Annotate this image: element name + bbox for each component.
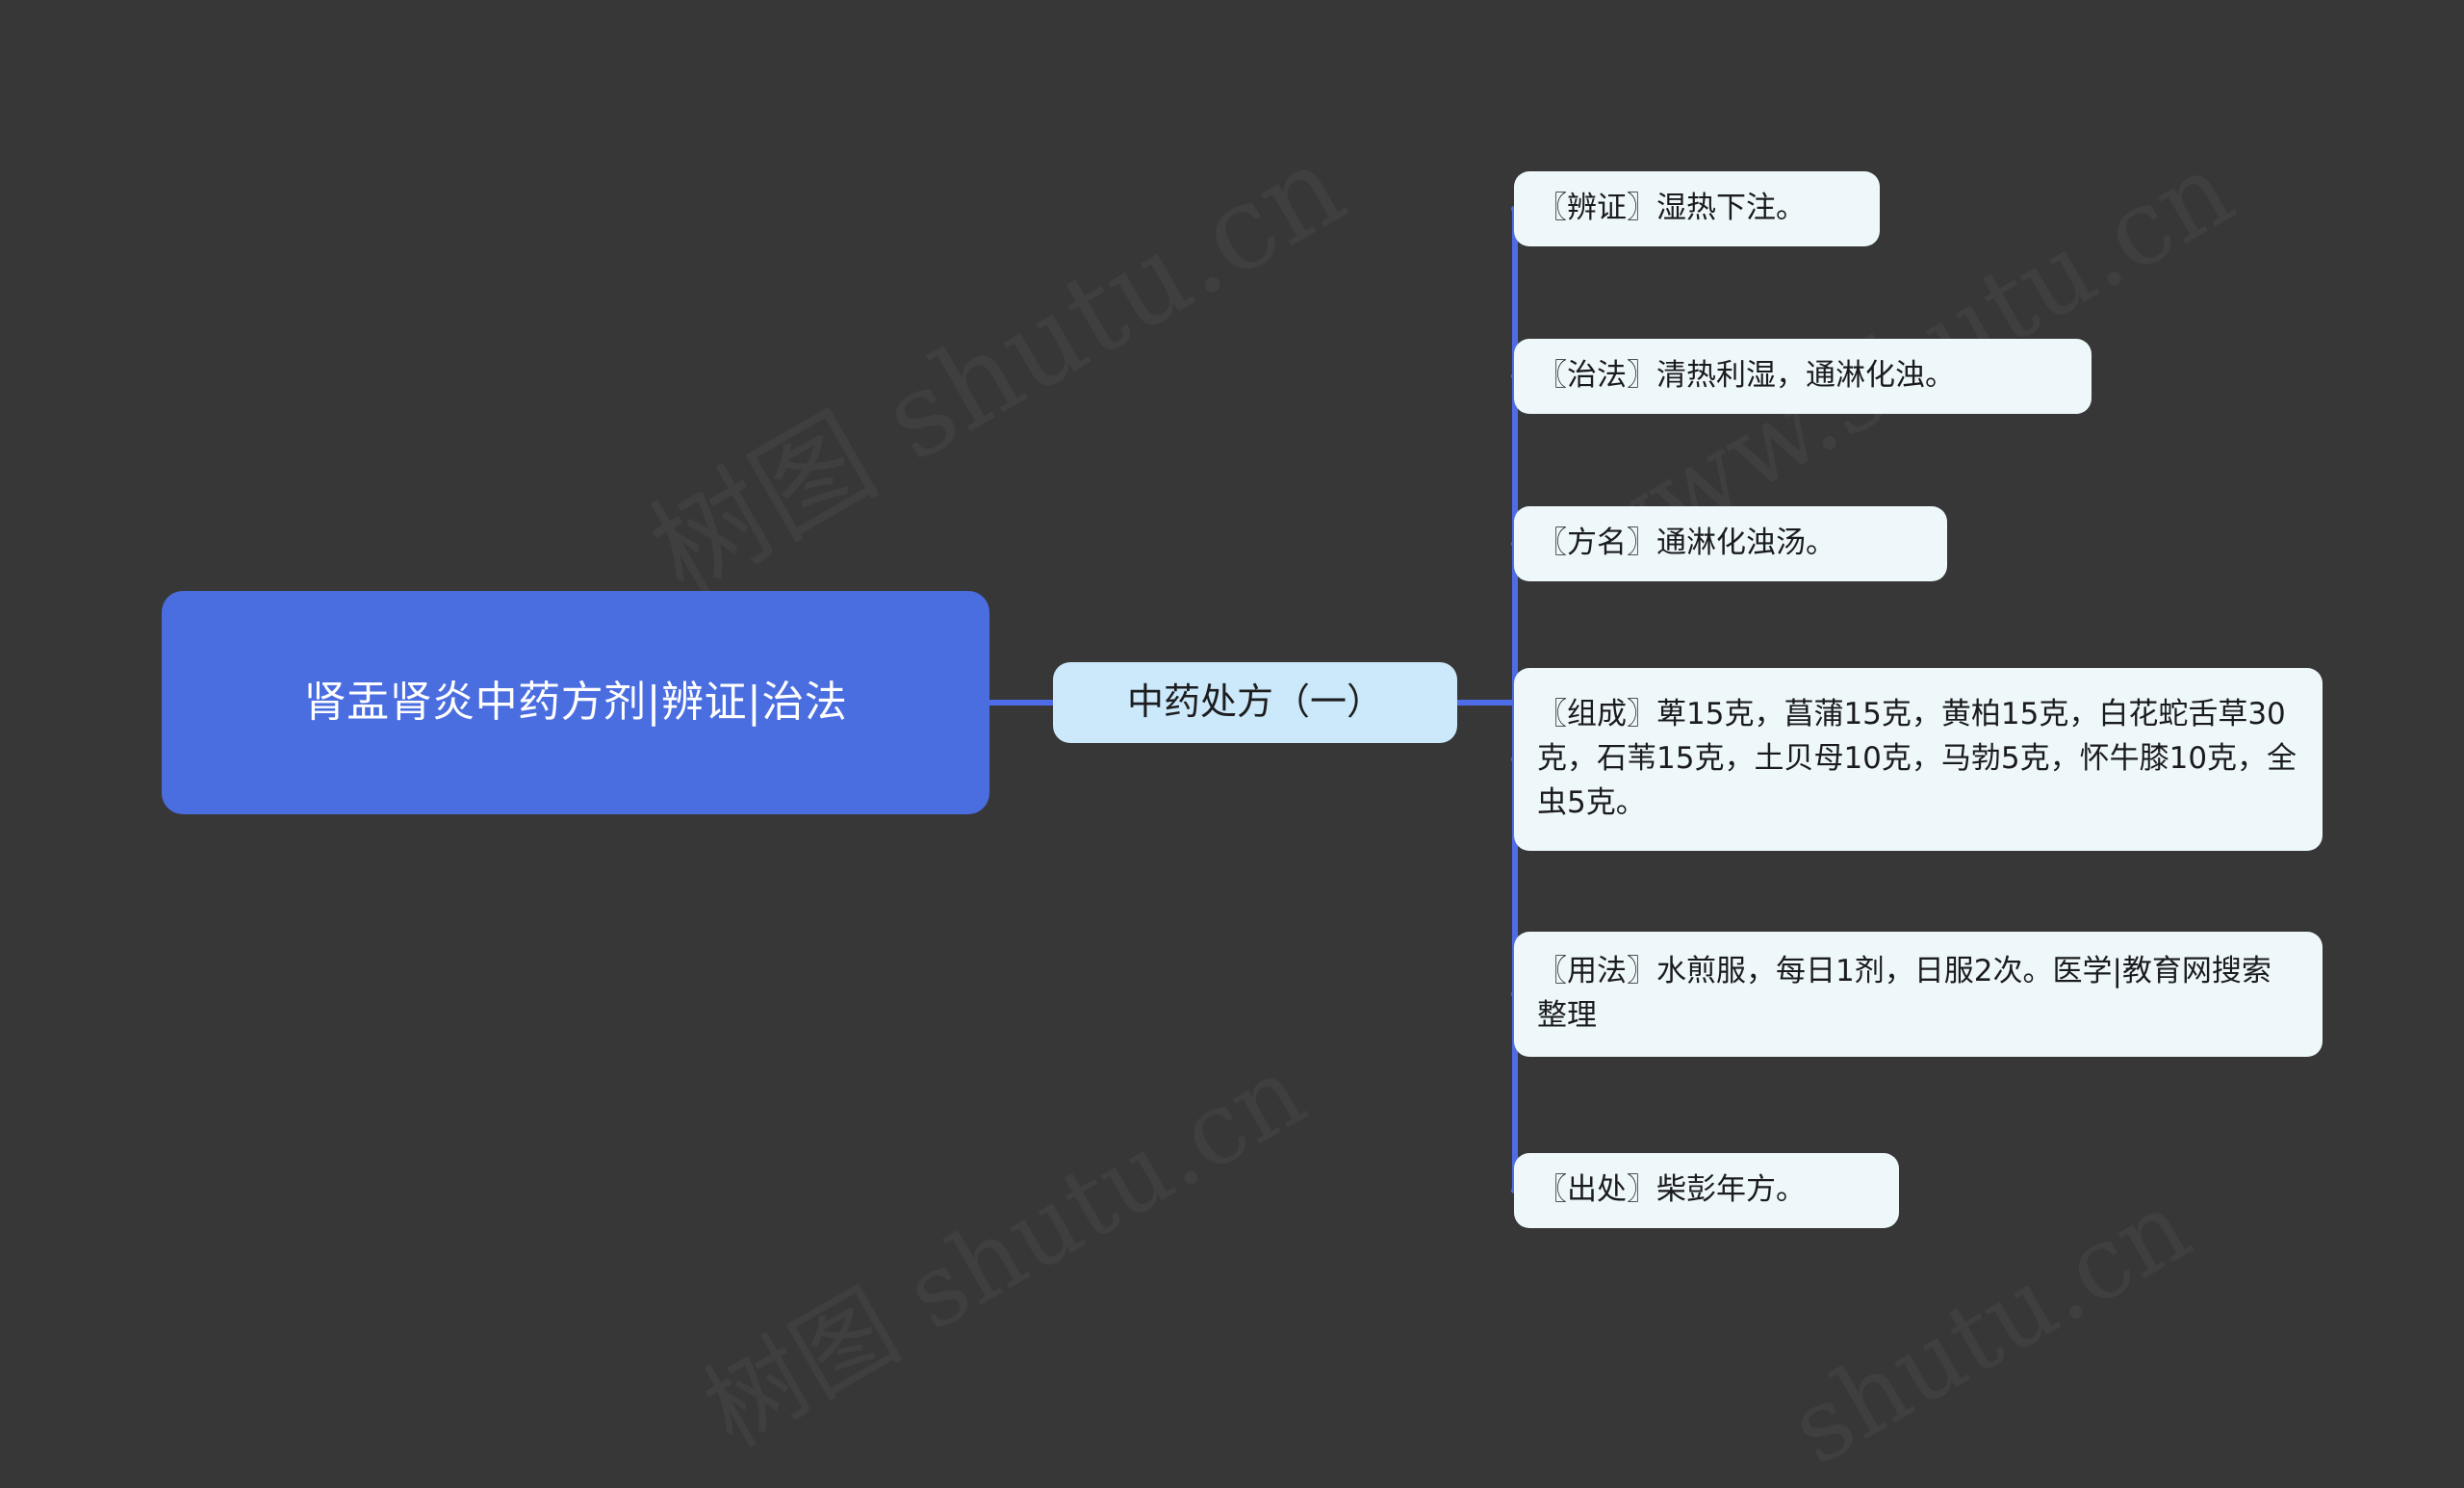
leaf-node-label: 〖用法〗水煎服，每日1剂，日服2次。医学|教育网搜索整理 (1537, 954, 2272, 1033)
mindmap-root-node[interactable]: 肾盂肾炎中药方剂|辨证|治法 (162, 591, 989, 814)
watermark: 树图 shutu.cn (674, 1013, 1326, 1473)
watermark: 树图 shutu.cn (616, 95, 1369, 627)
branch-node-label: 中药处方（一） (1126, 680, 1383, 724)
mindmap-leaf-node-chuchu[interactable]: 〖出处〗柴彭年方。 (1514, 1153, 1899, 1228)
leaf-node-label: 〖组成〗萆15克，菖蒲15克，黄柏15克，白花蛇舌草30克，石苇15克，土贝母1… (1537, 697, 2297, 820)
mindmap-leaf-node-fangming[interactable]: 〖方名〗通淋化浊汤。 (1514, 506, 1947, 581)
mindmap-leaf-node-zhifa[interactable]: 〖治法〗清热利湿，通淋化浊。 (1514, 339, 2092, 414)
leaf-node-label: 〖治法〗清热利湿，通淋化浊。 (1537, 358, 1955, 394)
mindmap-leaf-node-yongfa[interactable]: 〖用法〗水煎服，每日1剂，日服2次。医学|教育网搜索整理 (1514, 932, 2323, 1057)
mindmap-leaf-node-zucheng[interactable]: 〖组成〗萆15克，菖蒲15克，黄柏15克，白花蛇舌草30克，石苇15克，土贝母1… (1514, 668, 2323, 851)
mindmap-leaf-node-bianzheng[interactable]: 〖辨证〗湿热下注。 (1514, 171, 1880, 246)
leaf-node-label: 〖辨证〗湿热下注。 (1537, 191, 1806, 226)
leaf-node-label: 〖方名〗通淋化浊汤。 (1537, 526, 1835, 561)
leaf-node-label: 〖出处〗柴彭年方。 (1537, 1172, 1806, 1208)
mindmap-canvas: 树图 shutu.cn www.shutu.cn 树图 shutu.cn shu… (162, 95, 2323, 1228)
root-node-label: 肾盂肾炎中药方剂|辨证|治法 (303, 677, 848, 727)
mindmap-branch-node[interactable]: 中药处方（一） (1053, 662, 1457, 743)
